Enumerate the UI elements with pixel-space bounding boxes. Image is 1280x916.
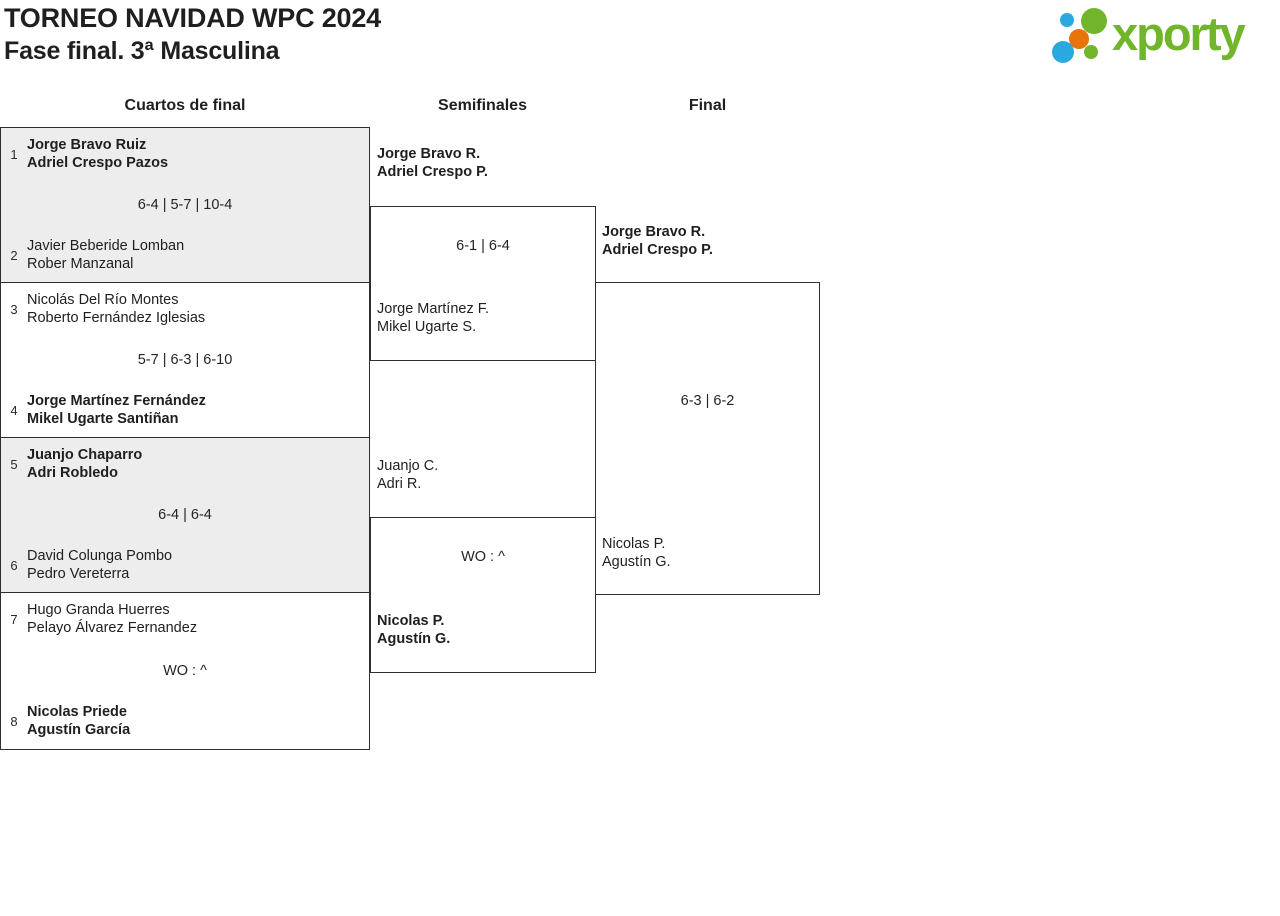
player-name: Jorge Bravo R.	[377, 146, 481, 162]
page-title: TORNEO NAVIDAD WPC 2024	[4, 3, 381, 33]
round-header-final: Final	[688, 97, 727, 114]
qf-match-4: 7 Hugo Granda Huerres Pelayo Álvarez Fer…	[1, 593, 369, 748]
sf1-bottom-team: Jorge Martínez F. Mikel Ugarte S.	[377, 301, 489, 336]
seed-number: 6	[10, 558, 18, 573]
player-name: Jorge Martínez Fernández	[27, 393, 206, 409]
team-entry: 3 Nicolás Del Río Montes Roberto Fernánd…	[9, 292, 205, 327]
team-entry: 7 Hugo Granda Huerres Pelayo Álvarez Fer…	[9, 602, 197, 637]
seed-number: 5	[10, 457, 18, 472]
team-entry: 2 Javier Beberide Lomban Rober Manzanal	[9, 238, 184, 273]
logo-dot-green-large-icon	[1081, 8, 1107, 34]
final-score: 6-3 | 6-2	[680, 393, 735, 409]
player-name: Nicolas P.	[377, 613, 445, 629]
player-name: Juanjo Chaparro	[27, 447, 143, 463]
team-entry: 5 Juanjo Chaparro Adri Robledo	[9, 447, 142, 482]
player-name: David Colunga Pombo	[27, 548, 173, 564]
player-name: Nicolas P.	[602, 536, 666, 552]
logo-wordmark: xporty	[1112, 7, 1246, 60]
player-name: Juanjo C.	[377, 458, 439, 474]
player-name: Mikel Ugarte Santiñan	[27, 410, 179, 427]
qf-match-2: 3 Nicolás Del Río Montes Roberto Fernánd…	[1, 283, 369, 438]
logo-dot-blue-small-icon	[1060, 13, 1074, 27]
seed-number: 4	[10, 403, 18, 418]
player-name: Pedro Vereterra	[27, 565, 130, 582]
player-name: Pelayo Álvarez Fernandez	[27, 619, 198, 636]
player-name: Jorge Bravo Ruiz	[27, 137, 147, 153]
team-players: David Colunga Pombo Pedro Vereterra	[27, 548, 172, 583]
team-players: Nicolas Priede Agustín García	[27, 704, 130, 739]
final-bottom-team: Nicolas P. Agustín G.	[602, 536, 671, 571]
quarterfinals-column: 1 Jorge Bravo Ruiz Adriel Crespo Pazos 6…	[0, 127, 370, 750]
final-top-team: Jorge Bravo R. Adriel Crespo P.	[602, 224, 713, 259]
player-name: Roberto Fernández Iglesias	[27, 309, 206, 326]
player-name: Rober Manzanal	[27, 255, 134, 272]
sf2-top-team: Juanjo C. Adri R.	[377, 458, 438, 493]
match-score: 6-4 | 6-4	[158, 507, 212, 523]
team-players: Jorge Bravo Ruiz Adriel Crespo Pazos	[27, 137, 168, 172]
team-players: Jorge Martínez Fernández Mikel Ugarte Sa…	[27, 393, 206, 428]
page-subtitle: Fase final. 3ª Masculina	[4, 37, 280, 65]
logo-dot-green-small-icon	[1084, 45, 1098, 59]
match-score: 6-4 | 5-7 | 10-4	[137, 197, 233, 213]
match-score: 5-7 | 6-3 | 6-10	[137, 352, 233, 368]
player-name: Hugo Granda Huerres	[27, 602, 170, 618]
player-name: Nicolas Priede	[27, 704, 127, 720]
team-entry: 1 Jorge Bravo Ruiz Adriel Crespo Pazos	[9, 137, 168, 172]
player-name: Nicolás Del Río Montes	[27, 292, 179, 308]
match-score: WO : ^	[163, 662, 207, 679]
final-match-connector	[595, 282, 820, 595]
player-name: Adriel Crespo P.	[377, 163, 488, 180]
seed-number: 1	[10, 147, 18, 162]
player-name: Adri R.	[377, 475, 422, 492]
sf-match-1-connector	[370, 206, 596, 361]
player-name: Jorge Bravo R.	[602, 224, 706, 240]
sf2-bottom-team: Nicolas P. Agustín G.	[377, 613, 450, 648]
seed-number: 8	[10, 714, 18, 729]
player-name: Javier Beberide Lomban	[27, 238, 185, 254]
sf2-score: WO : ^	[461, 549, 505, 565]
player-name: Jorge Martínez F.	[377, 301, 490, 317]
seed-number: 7	[10, 612, 18, 627]
team-players: Nicolás Del Río Montes Roberto Fernández…	[27, 292, 205, 327]
round-header-semifinals: Semifinales	[438, 97, 527, 114]
sf-match-2-connector	[370, 517, 596, 673]
qf-match-3: 5 Juanjo Chaparro Adri Robledo 6-4 | 6-4…	[1, 438, 369, 593]
team-players: Hugo Granda Huerres Pelayo Álvarez Ferna…	[27, 602, 197, 637]
seed-number: 3	[10, 302, 18, 317]
player-name: Adriel Crespo P.	[602, 241, 713, 258]
logo-dot-blue-large-icon	[1052, 41, 1074, 63]
player-name: Agustín G.	[377, 630, 451, 647]
player-name: Agustín García	[27, 721, 131, 738]
sf1-score: 6-1 | 6-4	[456, 238, 510, 254]
qf-match-1: 1 Jorge Bravo Ruiz Adriel Crespo Pazos 6…	[1, 128, 369, 283]
player-name: Adriel Crespo Pazos	[27, 154, 169, 171]
round-header-quarterfinals: Cuartos de final	[124, 97, 246, 114]
team-entry: 4 Jorge Martínez Fernández Mikel Ugarte …	[9, 393, 206, 428]
logo-dot-orange-icon	[1069, 29, 1089, 49]
player-name: Mikel Ugarte S.	[377, 318, 477, 335]
player-name: Adri Robledo	[27, 464, 119, 481]
team-entry: 6 David Colunga Pombo Pedro Vereterra	[9, 548, 172, 583]
sf1-top-team: Jorge Bravo R. Adriel Crespo P.	[377, 146, 488, 181]
seed-number: 2	[10, 248, 18, 263]
player-name: Agustín G.	[602, 553, 671, 570]
team-players: Javier Beberide Lomban Rober Manzanal	[27, 238, 184, 273]
team-entry: 8 Nicolas Priede Agustín García	[9, 704, 130, 739]
team-players: Juanjo Chaparro Adri Robledo	[27, 447, 142, 482]
